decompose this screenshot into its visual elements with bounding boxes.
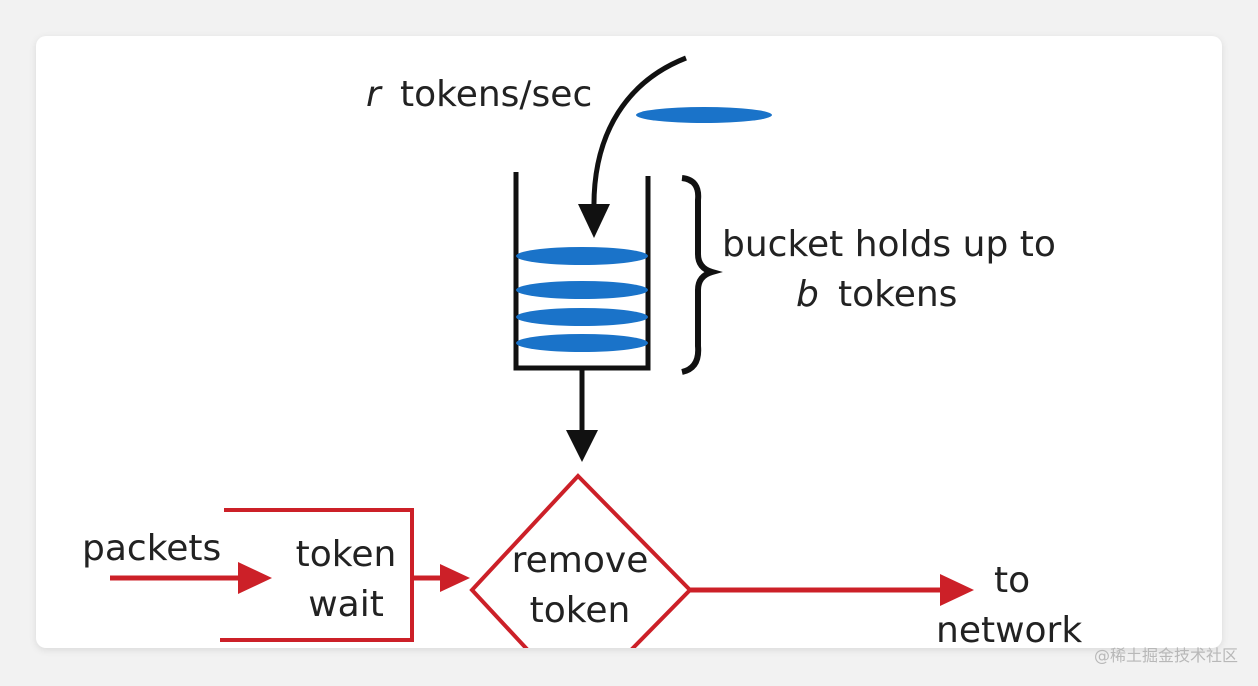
- token-arrival-arrow: [591, 55, 687, 213]
- token-arrival-arrowhead: [578, 204, 610, 238]
- to-network-label-line1: to: [994, 560, 1030, 601]
- bucket-to-remove-arrowhead: [566, 430, 598, 462]
- remove-token-diamond: [469, 473, 693, 648]
- bucket-capacity-unit: tokens: [838, 274, 957, 315]
- bucket-token: [516, 281, 648, 299]
- token-wait-label-line2: wait: [308, 584, 384, 625]
- wait-to-remove-arrowhead: [440, 564, 470, 592]
- bucket-capacity-variable: b: [796, 274, 819, 315]
- packets-label: packets: [82, 528, 221, 569]
- bucket-token: [516, 308, 648, 326]
- bucket-token: [516, 247, 648, 265]
- token-wait-label-line1: token: [296, 534, 397, 575]
- capacity-brace: [681, 175, 723, 375]
- packets-arrowhead: [238, 562, 272, 594]
- to-network-arrowhead: [940, 574, 974, 606]
- rate-label: tokens/sec: [400, 74, 592, 115]
- watermark: @稀土掘金技术社区: [1093, 646, 1238, 665]
- token-bucket-diagram: r tokens/sec bucket holds up to b tokens…: [82, 55, 1082, 648]
- token-wait-box: [220, 508, 414, 642]
- to-network-label-line2: network: [936, 610, 1082, 648]
- bucket-capacity-label: bucket holds up to: [722, 224, 1056, 265]
- diagram-card: r tokens/sec bucket holds up to b tokens…: [36, 36, 1222, 648]
- incoming-token: [636, 107, 772, 123]
- remove-token-label-line2: token: [530, 590, 631, 631]
- bucket-token: [516, 334, 648, 352]
- remove-token-label-line1: remove: [512, 540, 649, 581]
- rate-variable: r: [366, 74, 383, 115]
